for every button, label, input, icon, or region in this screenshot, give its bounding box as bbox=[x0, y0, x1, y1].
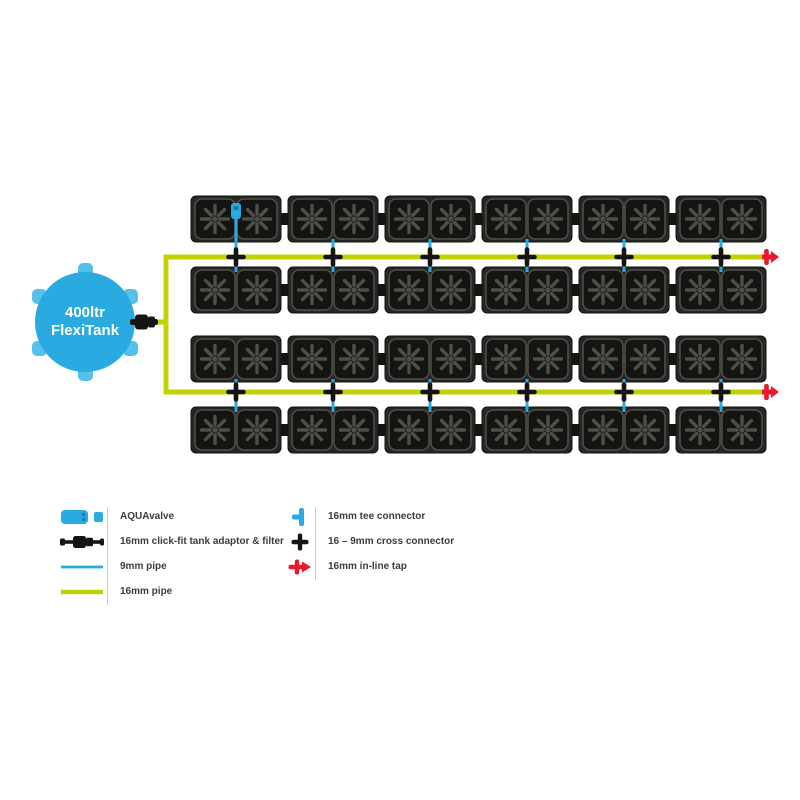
tray-link bbox=[279, 284, 290, 296]
tray bbox=[288, 196, 378, 242]
tray-link bbox=[570, 284, 581, 296]
tank-adaptor-filter-icon bbox=[130, 314, 158, 330]
tray-link bbox=[473, 424, 484, 436]
tray-link bbox=[473, 213, 484, 225]
tray-row-1 bbox=[191, 196, 766, 242]
cross-connector-icon bbox=[711, 247, 731, 267]
tray-link bbox=[570, 213, 581, 225]
tray bbox=[676, 407, 766, 453]
cross-connector-icon bbox=[420, 247, 440, 267]
tray bbox=[288, 407, 378, 453]
tray bbox=[579, 196, 669, 242]
tray-link bbox=[473, 353, 484, 365]
tank-label-line1: 400ltr bbox=[64, 304, 106, 322]
tray-link bbox=[667, 424, 678, 436]
legend-column-right: 16mm tee connector 16 – 9mm cross connect… bbox=[285, 504, 545, 579]
legend-item: 16mm in-line tap bbox=[285, 554, 545, 579]
legend-label: 9mm pipe bbox=[120, 561, 167, 572]
aquavalve-icon bbox=[231, 203, 241, 219]
cross-connector-icon bbox=[614, 247, 634, 267]
legend-divider bbox=[315, 507, 316, 580]
legend-item: 16mm pipe bbox=[57, 579, 282, 604]
tray-link bbox=[376, 213, 387, 225]
tray bbox=[482, 196, 572, 242]
cross-connector-icon bbox=[420, 382, 440, 402]
cross-connector-icon bbox=[711, 382, 731, 402]
tray-link bbox=[376, 284, 387, 296]
tray bbox=[288, 336, 378, 382]
tray bbox=[385, 336, 475, 382]
tray-row-3 bbox=[191, 336, 766, 382]
tray bbox=[288, 267, 378, 313]
tray-link bbox=[570, 353, 581, 365]
tray-link bbox=[376, 353, 387, 365]
legend-label: 16mm tee connector bbox=[328, 511, 426, 522]
tray-link bbox=[667, 284, 678, 296]
cross-connector-icon bbox=[517, 247, 537, 267]
cross-connector-icon bbox=[285, 531, 315, 553]
aquavalve-icon bbox=[57, 507, 107, 527]
cross-connector-icon bbox=[226, 382, 246, 402]
legend-item: 9mm pipe bbox=[57, 554, 282, 579]
legend-item: 16mm tee connector bbox=[285, 504, 545, 529]
tray bbox=[385, 407, 475, 453]
inline-taps bbox=[762, 249, 779, 400]
cross-connector-icon bbox=[323, 247, 343, 267]
legend-item: 16 – 9mm cross connector bbox=[285, 529, 545, 554]
legend-label: 16mm click-fit tank adaptor & filter bbox=[120, 536, 284, 547]
tank-body: 400ltr FlexiTank bbox=[35, 272, 135, 372]
tray-link bbox=[279, 353, 290, 365]
tray bbox=[579, 336, 669, 382]
tray-link bbox=[279, 424, 290, 436]
tray-row-2 bbox=[191, 267, 766, 313]
tray bbox=[676, 196, 766, 242]
tray bbox=[482, 267, 572, 313]
tray-link bbox=[376, 424, 387, 436]
tray bbox=[676, 336, 766, 382]
cross-connector-icon bbox=[517, 382, 537, 402]
tray-link bbox=[667, 213, 678, 225]
tray bbox=[579, 407, 669, 453]
cross-connector-icon bbox=[614, 382, 634, 402]
cross-connector-icon bbox=[323, 382, 343, 402]
tray bbox=[482, 336, 572, 382]
legend-label: 16mm in-line tap bbox=[328, 561, 407, 572]
tray bbox=[191, 336, 281, 382]
tray bbox=[676, 267, 766, 313]
tray-link bbox=[279, 213, 290, 225]
pipe-16mm-icon bbox=[57, 582, 107, 602]
cross-connectors bbox=[226, 247, 731, 402]
legend: AQUAvalve 16mm click-fit tank adaptor & f… bbox=[57, 504, 557, 614]
tray bbox=[191, 267, 281, 313]
cross-connector-icon bbox=[226, 247, 246, 267]
inline-tap-icon bbox=[762, 249, 779, 265]
tray-link bbox=[473, 284, 484, 296]
tray-link bbox=[570, 424, 581, 436]
tank-adaptor-icon bbox=[57, 532, 107, 552]
legend-label: 16 – 9mm cross connector bbox=[328, 536, 455, 547]
inline-tap-icon bbox=[285, 556, 315, 578]
tee-connector-icon bbox=[285, 506, 315, 528]
tray bbox=[482, 407, 572, 453]
tray bbox=[579, 267, 669, 313]
tray bbox=[385, 267, 475, 313]
inline-tap-icon bbox=[762, 384, 779, 400]
legend-item: AQUAvalve bbox=[57, 504, 282, 529]
tank-label-line2: FlexiTank bbox=[50, 322, 120, 339]
tray-link bbox=[667, 353, 678, 365]
tray bbox=[385, 196, 475, 242]
tray bbox=[191, 407, 281, 453]
tray-row-4 bbox=[191, 407, 766, 453]
legend-item: 16mm click-fit tank adaptor & filter bbox=[57, 529, 284, 554]
legend-label: AQUAvalve bbox=[120, 511, 175, 522]
legend-divider bbox=[107, 507, 108, 605]
flexitank: 400ltr FlexiTank bbox=[32, 263, 138, 381]
pipe-9mm-icon bbox=[57, 557, 107, 577]
legend-label: 16mm pipe bbox=[120, 586, 173, 597]
legend-column-left: AQUAvalve 16mm click-fit tank adaptor & f… bbox=[57, 504, 284, 604]
